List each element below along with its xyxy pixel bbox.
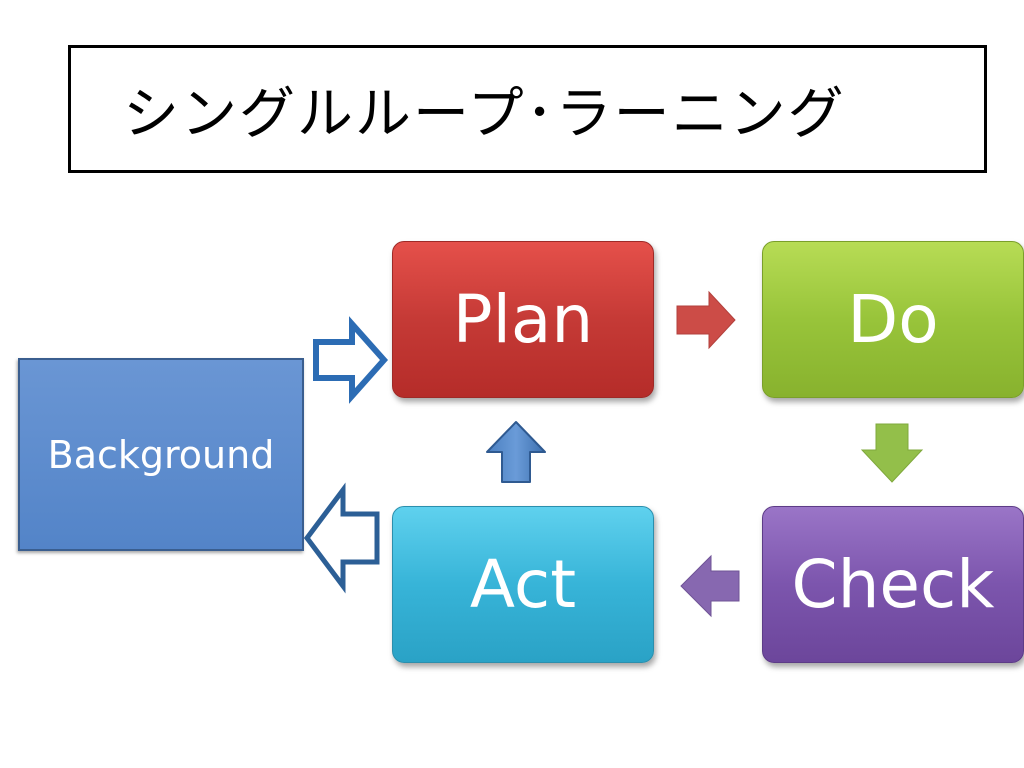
do-label: Do	[847, 281, 939, 358]
arrow-do-to-check-icon	[860, 423, 924, 483]
do-node: Do	[762, 241, 1024, 398]
act-label: Act	[469, 546, 577, 623]
check-node: Check	[762, 506, 1024, 663]
background-node: Background	[18, 358, 304, 551]
arrow-plan-to-do-icon	[676, 290, 736, 350]
background-label: Background	[47, 432, 275, 477]
arrow-act-to-background-icon	[303, 482, 380, 594]
plan-label: Plan	[452, 281, 594, 358]
arrow-check-to-act-icon	[680, 554, 740, 618]
arrow-act-to-plan-icon	[486, 421, 546, 483]
plan-node: Plan	[392, 241, 654, 398]
title-box: シングルループ･ラーニング	[68, 45, 987, 173]
arrow-background-to-plan-icon	[313, 316, 389, 404]
act-node: Act	[392, 506, 654, 663]
check-label: Check	[791, 546, 995, 623]
diagram-title: シングルループ･ラーニング	[123, 81, 846, 147]
